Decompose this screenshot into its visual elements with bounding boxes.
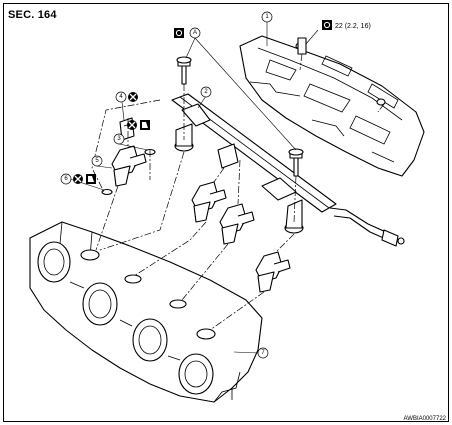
section-label: SEC. 164: [8, 9, 57, 21]
fuel-injector-2: [191, 181, 227, 223]
bolt-center: [288, 148, 304, 177]
apply-oil-icon: [140, 120, 150, 130]
callout-6: 6: [60, 173, 72, 185]
callout-3: 3: [113, 133, 125, 145]
callout-A: A: [189, 27, 201, 39]
fuel-tube: [171, 93, 405, 247]
figure-frame: [3, 3, 449, 422]
callout-4: 4: [115, 91, 127, 103]
do-not-reuse-icon: [127, 120, 137, 130]
injector-cover: [239, 35, 425, 177]
callout-1: 1: [261, 11, 273, 23]
callout-2: 2: [200, 86, 212, 98]
do-not-reuse-icon: [73, 174, 83, 184]
bolt-left: [176, 56, 192, 85]
torque-wrench-icon: [174, 28, 184, 38]
o-ring-lower: [101, 188, 113, 196]
bolt-cover: [297, 37, 307, 55]
callout-7-label: 7: [261, 350, 265, 356]
callout-5-label: 5: [95, 158, 99, 164]
fuel-injector-4: [255, 251, 291, 293]
figure-code: AWBIA0007722: [403, 416, 446, 422]
fuel-injector-3: [219, 203, 255, 245]
callout-A-label: A: [193, 30, 197, 36]
callout-4-label: 4: [119, 94, 123, 100]
do-not-reuse-icon: [128, 92, 138, 102]
torque-wrench-icon: [322, 20, 332, 30]
callout-5: 5: [91, 155, 103, 167]
fuel-injector-1: [111, 145, 147, 187]
intake-manifold: [29, 221, 263, 403]
callout-1-label: 1: [265, 14, 269, 20]
callout-3-label: 3: [117, 136, 121, 142]
callout-7: 7: [257, 347, 269, 359]
torque-spec: 22 (2.2, 16): [335, 23, 371, 30]
assembly-centerlines: [91, 53, 385, 331]
callout-2-label: 2: [204, 89, 208, 95]
callout-6-label: 6: [64, 176, 68, 182]
apply-oil-icon: [86, 174, 96, 184]
